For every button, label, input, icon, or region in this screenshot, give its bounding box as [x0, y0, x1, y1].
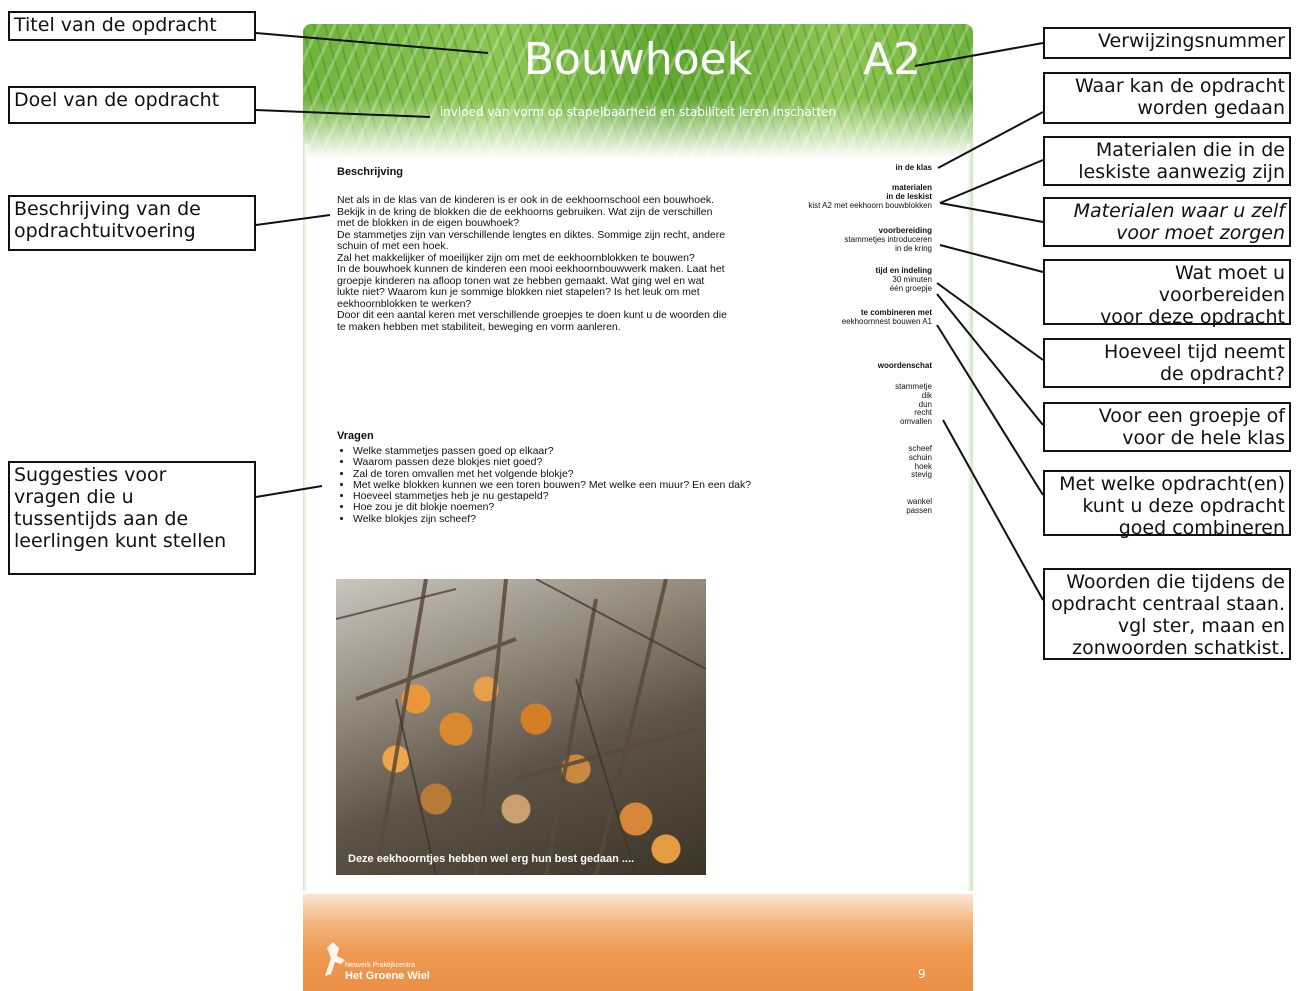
- materials-value: kist A2 met eekhoorn bouwblokken: [808, 200, 932, 210]
- vocab-group-3: wankel passen: [906, 497, 932, 516]
- callout-reference: Verwijzingsnummer: [1043, 27, 1291, 59]
- callout-vocabulary: Woorden die tijdens de opdracht centraal…: [1043, 568, 1291, 660]
- vocab-word: omvallen: [899, 417, 932, 427]
- callout-time: Hoeveel tijd neemt de opdracht?: [1043, 338, 1291, 388]
- callout-materials-in-kit: Materialen die in de leskiste aanwezig z…: [1043, 136, 1291, 186]
- materials-subheading: in de leskist: [886, 191, 932, 201]
- reference-number: A2: [863, 34, 922, 85]
- question-item: Waarom passen deze blokjes niet goed?: [353, 456, 753, 468]
- description-paragraph: Door dit een aantal keren met verschille…: [337, 309, 727, 333]
- question-item: Zal de toren omvallen met het volgende b…: [353, 468, 753, 480]
- question-item: Hoeveel stammetjes heb je nu gestapeld?: [353, 490, 753, 502]
- callout-materials-self: Materialen waar u zelf voor moet zorgen: [1043, 197, 1291, 247]
- assignment-goal: invloed van vorm op stapelbaarheid en st…: [439, 105, 837, 119]
- vocab-word: stevig: [911, 470, 932, 480]
- callout-questions: Suggesties voor vragen die u tussentijds…: [8, 461, 256, 575]
- photo-caption: Deze eekhoorntjes hebben wel erg hun bes…: [348, 853, 635, 865]
- question-item: Met welke blokken kunnen we een toren bo…: [353, 479, 753, 491]
- callout-where: Waar kan de opdracht worden gedaan: [1043, 72, 1291, 124]
- side-vocabulary: woordenschat: [877, 361, 932, 371]
- organization-subtitle: Netwerk Praktijkcentra: [345, 962, 416, 969]
- vocab-word: stammetje: [895, 382, 932, 391]
- questions-list: Welke stammetjes passen goed op elkaar? …: [337, 445, 753, 525]
- assignment-title: Bouwhoek: [523, 34, 753, 85]
- vocab-word: hoek: [914, 461, 932, 471]
- vocab-word: schuin: [908, 452, 932, 462]
- organization-title: Het Groene Wiel: [345, 970, 430, 982]
- description-paragraph: Net als in de klas van de kinderen is er…: [337, 194, 715, 229]
- page-footer: Netwerk Praktijkcentra Het Groene Wiel 9: [303, 894, 973, 991]
- where-label: in de klas: [895, 163, 932, 172]
- description-heading: Beschrijving: [337, 166, 404, 178]
- callout-group: Voor een groepje of voor de hele klas: [1043, 402, 1291, 452]
- vocab-word: wankel: [907, 497, 932, 506]
- description-paragraph: Zal het makkelijker of moeilijker zijn o…: [337, 251, 695, 264]
- question-item: Welke blokjes zijn scheef?: [353, 513, 753, 525]
- branches-drawing: [336, 579, 706, 875]
- vocab-word: passen: [906, 505, 932, 515]
- combine-heading: te combineren met: [860, 308, 932, 317]
- preparation-line: stammetjes introduceren: [844, 234, 932, 244]
- description-paragraph: De stammetjes zijn van verschillende len…: [337, 228, 726, 252]
- callout-preparation: Wat moet u voorbereiden voor deze opdrac…: [1043, 259, 1291, 328]
- question-item: Welke stammetjes passen goed op elkaar?: [353, 445, 753, 457]
- vocab-word: dun: [918, 399, 932, 409]
- page-edge-right: [967, 144, 973, 891]
- description-text: Net als in de klas van de kinderen is er…: [337, 194, 727, 333]
- vocab-heading: woordenschat: [877, 361, 932, 370]
- materials-heading: materialen: [891, 183, 932, 192]
- page-number: 9: [918, 967, 926, 981]
- callout-goal: Doel van de opdracht: [8, 86, 256, 124]
- callout-description: Beschrijving van de opdrachtuitvoering: [8, 195, 256, 251]
- combine-value: eekhoornnest bouwen A1: [841, 316, 932, 326]
- page-edge-left: [303, 144, 307, 891]
- side-materials: materialen in de leskist kist A2 met eek…: [808, 183, 932, 210]
- vocab-word: dik: [921, 390, 932, 400]
- side-preparation: voorbereiding stammetjes introduceren in…: [844, 226, 932, 253]
- preparation-heading: voorbereiding: [878, 226, 932, 235]
- callout-combine: Met welke opdracht(en) kunt u deze opdra…: [1043, 470, 1291, 539]
- side-combine: te combineren met eekhoornnest bouwen A1: [841, 308, 932, 327]
- preparation-line: in de kring: [895, 243, 932, 253]
- description-paragraph: In de bouwhoek kunnen de kinderen een mo…: [337, 263, 725, 310]
- vocab-word: scheef: [908, 444, 932, 453]
- woodpile-photo: Deze eekhoorntjes hebben wel erg hun bes…: [336, 579, 706, 875]
- time-value: 30 minuten: [892, 274, 932, 284]
- group-value: één groepje: [889, 283, 932, 293]
- callout-title: Titel van de opdracht: [8, 11, 256, 41]
- question-item: Hoe zou je dit blokje noemen?: [353, 502, 753, 514]
- organization-name: Netwerk Praktijkcentra Het Groene Wiel: [345, 962, 430, 982]
- questions-heading: Vragen: [337, 430, 374, 442]
- side-where: in de klas: [895, 163, 932, 173]
- vocab-group-2: scheef schuin hoek stevig: [908, 444, 932, 480]
- time-heading: tijd en indeling: [875, 266, 932, 275]
- worksheet-page: Bouwhoek A2 invloed van vorm op stapelba…: [303, 24, 973, 991]
- vocab-group-1: stammetje dik dun recht omvallen: [895, 382, 932, 427]
- side-time: tijd en indeling 30 minuten één groepje: [875, 266, 932, 293]
- vocab-word: recht: [914, 408, 932, 418]
- organization-logo-icon: [325, 942, 345, 976]
